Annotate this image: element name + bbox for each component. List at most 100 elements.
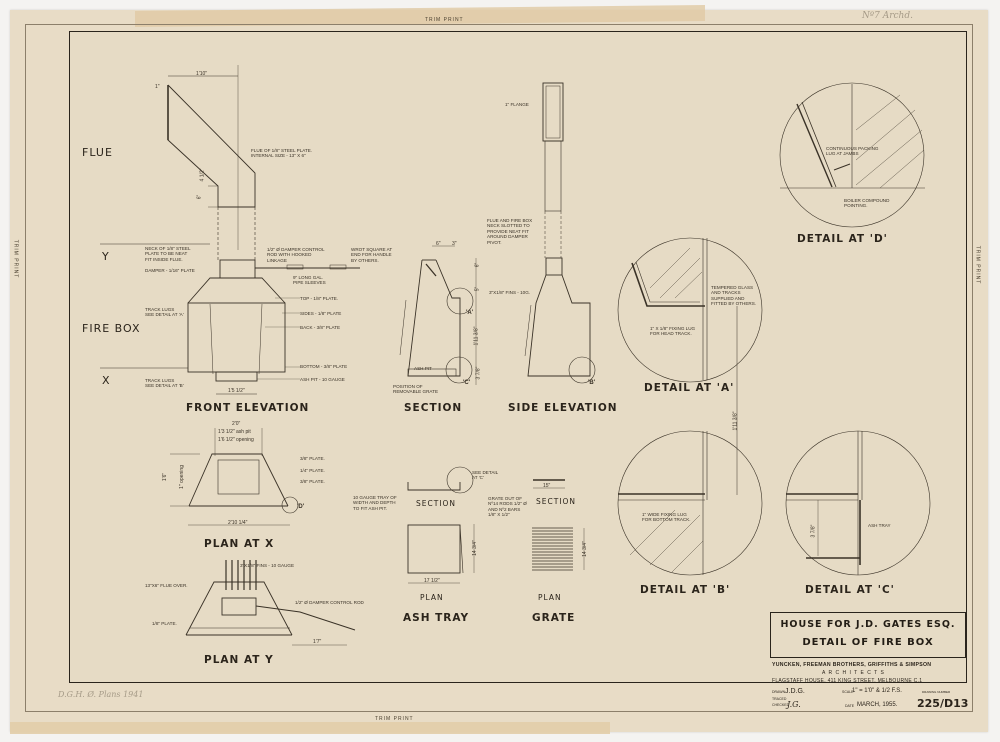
note-track-lugs-b: Track lugs see detail at 'B' <box>145 378 184 389</box>
subtitle-grate-section: SECTION <box>536 497 577 506</box>
detail-d-drawing <box>779 82 925 228</box>
detail-c-drawing <box>785 430 931 576</box>
firebox-side-elevation <box>524 82 596 384</box>
note-tray: 10 gauge tray of width and depth to fit … <box>353 495 397 511</box>
label-flue: FLUE <box>82 146 113 159</box>
note-fixing-lug-head: 1" x 1/8" fixing lug for head track. <box>650 326 696 337</box>
dim-section-top-b: 3" <box>452 241 457 247</box>
note-flue-plate: Flue of 1/8" steel plate. Internal size … <box>251 148 313 159</box>
dim-flue-angle: 4 1/2" <box>199 168 206 182</box>
dim-flue-neck: 6" <box>196 194 203 200</box>
section-marker-x: X <box>102 374 111 387</box>
subtitle-ash-tray-plan: PLAN <box>420 593 444 602</box>
title-detail-c: DETAIL AT 'C' <box>805 584 895 596</box>
note-wrot-square: Wrot square at end for handle by others. <box>351 247 393 263</box>
detail-b-drawing <box>617 430 763 576</box>
section-marker-y: Y <box>102 250 110 263</box>
ash-tray <box>407 466 475 584</box>
note-ash-tray-detail: Ash tray <box>868 523 891 528</box>
note-sides-plate: Sides - 1/8" plate <box>300 311 342 316</box>
title-detail-b: DETAIL AT 'B' <box>640 584 731 596</box>
date-value: MARCH, 1955. <box>857 702 898 708</box>
dim-plan-x-opening: 1'6 1/2" opening <box>218 437 254 443</box>
note-flue-slotted: Flue and fire box neck slotted to provid… <box>487 218 533 245</box>
title-block-box: HOUSE FOR J.D. GATES ESQ. DETAIL OF FIRE… <box>770 612 966 658</box>
architects-address: FLAGSTAFF HOUSE, 411 KING STREET, MELBOU… <box>772 678 923 684</box>
checked-label: CHECKED <box>772 703 790 707</box>
dim-plan-x-bottom: 2'10 1/4" <box>228 520 248 526</box>
dim-grate-width: 15" <box>543 483 551 489</box>
firebox-section <box>399 245 477 385</box>
ref-marker-d: 'D' <box>297 504 305 510</box>
dim-detail-c-height: 3 7/8" <box>810 524 817 538</box>
dim-section-h3: 1'11 3/8" <box>473 326 480 346</box>
title-plan-at-x: PLAN AT X <box>204 538 275 550</box>
trim-print-bottom: TRIM PRINT <box>375 716 414 722</box>
dim-section-h1: 6" <box>474 262 481 268</box>
dim-plan-x-opening-h: 1'' opening <box>178 465 185 489</box>
note-plate-3-8-top: 3/8" plate. <box>300 456 325 461</box>
dim-section-h4: 3 7/8" <box>475 366 482 380</box>
drawing-number: 225/D13 <box>917 697 969 710</box>
note-fins-plan: 3"x1/8" fins - 10 gauge <box>240 563 295 568</box>
tape-strip-bottom <box>10 722 610 734</box>
trim-border <box>25 24 973 712</box>
dim-detail-height: 1'11 3/8" <box>732 411 739 431</box>
note-ash-pit-gauge: Ash pit - 10 gauge <box>300 377 345 382</box>
pencil-note-top-right: Nº7 Archd. <box>862 11 913 21</box>
note-fixing-lug-bottom: 1" wide fixing lug for bottom track. <box>642 512 691 523</box>
note-plate-3-8-bottom: 3/8" plate. <box>300 479 325 484</box>
dim-section-top-a: 6" <box>436 241 441 247</box>
note-neck: Neck of 1/8" steel plate to be neat fit … <box>145 246 191 262</box>
note-grate: Grate out of Nº14 rods 1/2" Ø and Nº2 ba… <box>488 496 527 518</box>
title-detail-a: DETAIL AT 'A' <box>644 382 735 394</box>
title-section: SECTION <box>404 402 463 414</box>
dim-flue-width: 1'10" <box>196 71 208 77</box>
title-front-elevation: FRONT ELEVATION <box>186 402 310 414</box>
note-grate-position: Position of removable grate <box>393 384 439 395</box>
ref-marker-c: 'C' <box>463 380 471 386</box>
drawn-label: DRAWN <box>772 690 786 694</box>
note-damper-rod-plan: 1/2" Ø damper control rod <box>295 600 364 605</box>
grate <box>532 479 585 571</box>
architects-name: YUNCKEN, FREEMAN BROTHERS, GRIFFITHS & S… <box>772 662 932 668</box>
dim-plan-x-depth: 1'6" <box>162 472 169 482</box>
checked-value: J.G. <box>787 700 801 709</box>
dim-grate-depth: 14 3/4" <box>581 541 588 557</box>
ref-marker-a: 'A' <box>466 310 474 316</box>
title-side-elevation: SIDE ELEVATION <box>508 402 618 414</box>
drawn-value: J.D.G. <box>785 688 805 695</box>
note-boiler-compound: Boiler compound pointing. <box>844 198 890 209</box>
pencil-note-bottom-left: D.G.H. Ø. Plans 1941 <box>58 690 144 699</box>
dim-section-h2: 5" <box>474 286 481 292</box>
dim-plan-x-top: 2'0" <box>232 421 241 427</box>
note-see-detail-c: See detail at 'C' <box>472 470 499 481</box>
architects-subtitle: A R C H I T E C T S <box>822 670 885 676</box>
note-continuous-packing: Continuous packing lug at jambs <box>826 146 879 157</box>
dim-plan-x-ashpit: 1'3 1/2" ash pit <box>218 429 251 435</box>
note-damper: Damper - 1/16" plate <box>145 268 195 273</box>
note-one-flange: 1" flange <box>505 102 529 107</box>
note-bottom-plate: Bottom - 3/8" plate <box>300 364 348 369</box>
dim-tray-depth: 14 3/4" <box>471 540 478 556</box>
project-title: HOUSE FOR J.D. GATES ESQ. <box>780 619 956 630</box>
note-top-plate: Top - 1/8" plate. <box>300 296 339 301</box>
dim-tray-width: 17 1/2" <box>424 578 440 584</box>
scale-label: SCALE <box>842 690 854 694</box>
subtitle-ash-tray-section: SECTION <box>416 499 457 508</box>
note-ash-pit: Ash pit <box>414 366 432 371</box>
title-ash-tray: ASH TRAY <box>403 612 470 624</box>
note-pipe-sleeves: 9" long gal. pipe sleeves <box>293 275 326 286</box>
firebox-front-elevation <box>100 243 360 395</box>
note-flue-over: 13"x6" flue over. <box>145 583 188 588</box>
traced-label: TRACED <box>772 697 787 701</box>
note-plate-1-8: 1/8" plate. <box>152 621 177 626</box>
dim-flue-top: 1" <box>155 84 160 90</box>
drawing-title: DETAIL OF FIRE BOX <box>802 637 934 648</box>
label-fire-box: FIRE BOX <box>82 322 141 335</box>
note-back-plate: Back - 3/8" plate <box>300 325 341 330</box>
plan-at-y <box>185 560 356 646</box>
date-label: DATE <box>845 704 855 708</box>
note-track-lugs-a: Track lugs see detail at 'A' <box>145 307 184 318</box>
